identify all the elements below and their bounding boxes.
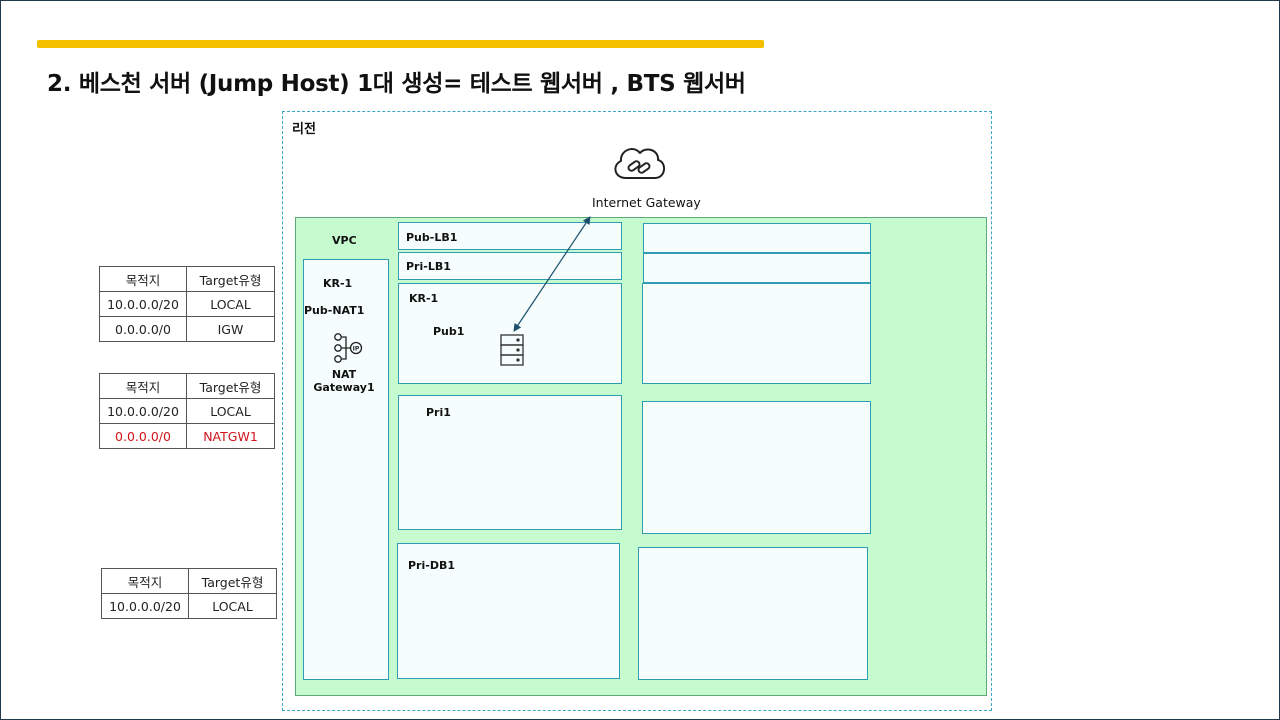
route-destination: 10.0.0.0/20 — [101, 593, 189, 619]
route-target: IGW — [186, 316, 275, 342]
vpc-label: VPC — [332, 234, 357, 247]
region-label: 리전 — [292, 122, 316, 137]
column-header-target: Target유형 — [186, 266, 275, 292]
route-table-db: 목적지 Target유형 10.0.0.0/20 LOCAL — [101, 568, 277, 619]
subnet-pri2 — [642, 401, 871, 534]
subnet-label-pub-nat1: Pub-NAT1 — [304, 304, 365, 317]
subnet-pri-db1 — [397, 543, 620, 679]
subnet-pri-db2 — [638, 547, 868, 680]
subnet-label-pri1: Pri1 — [426, 406, 451, 419]
route-target: LOCAL — [188, 593, 277, 619]
subnet-pub-lb2 — [643, 223, 871, 253]
subnet-pri1 — [398, 395, 622, 530]
route-target: LOCAL — [186, 291, 275, 317]
route-target: NATGW1 — [186, 423, 275, 449]
table-row: 10.0.0.0/20 LOCAL — [101, 593, 277, 619]
table-row: 0.0.0.0/0 IGW — [99, 316, 275, 342]
table-row: 10.0.0.0/20 LOCAL — [99, 291, 275, 317]
route-destination: 10.0.0.0/20 — [99, 398, 187, 424]
route-target: LOCAL — [186, 398, 275, 424]
column-header-destination: 목적지 — [101, 568, 189, 594]
internet-gateway-label: Internet Gateway — [592, 195, 701, 210]
subnet-pub-nat1 — [303, 259, 389, 680]
subnet-pri-lb2 — [643, 253, 871, 283]
table-header-row: 목적지 Target유형 — [99, 373, 275, 399]
nat-gateway-label-line1: NAT — [331, 368, 357, 381]
subnet-label-pri-db1: Pri-DB1 — [408, 559, 455, 572]
route-destination: 0.0.0.0/0 — [99, 423, 187, 449]
table-header-row: 목적지 Target유형 — [99, 266, 275, 292]
subnet-label-pri-lb1: Pri-LB1 — [406, 260, 451, 273]
route-destination: 10.0.0.0/20 — [99, 291, 187, 317]
route-table-private: 목적지 Target유형 10.0.0.0/20 LOCAL 0.0.0.0/0… — [99, 373, 275, 449]
subnet-pub2 — [642, 283, 871, 384]
column-header-destination: 목적지 — [99, 373, 187, 399]
column-header-destination: 목적지 — [99, 266, 187, 292]
table-header-row: 목적지 Target유형 — [101, 568, 277, 594]
az-label-pub: KR-1 — [409, 292, 439, 305]
column-header-target: Target유형 — [188, 568, 277, 594]
slide-title: 2. 베스천 서버 (Jump Host) 1대 생성= 테스트 웹서버 , B… — [47, 71, 746, 97]
az-label: KR-1 — [323, 277, 353, 290]
route-destination: 0.0.0.0/0 — [99, 316, 187, 342]
subnet-label-pub1: Pub1 — [433, 325, 465, 338]
table-row: 10.0.0.0/20 LOCAL — [99, 398, 275, 424]
route-table-public: 목적지 Target유형 10.0.0.0/20 LOCAL 0.0.0.0/0… — [99, 266, 275, 342]
table-row-highlighted: 0.0.0.0/0 NATGW1 — [99, 423, 275, 449]
nat-gateway-label: NAT Gateway1 — [312, 368, 376, 394]
subnet-label-pub-lb1: Pub-LB1 — [406, 231, 458, 244]
nat-gateway-label-line2: Gateway1 — [313, 381, 375, 394]
column-header-target: Target유형 — [186, 373, 275, 399]
accent-bar — [37, 40, 764, 48]
